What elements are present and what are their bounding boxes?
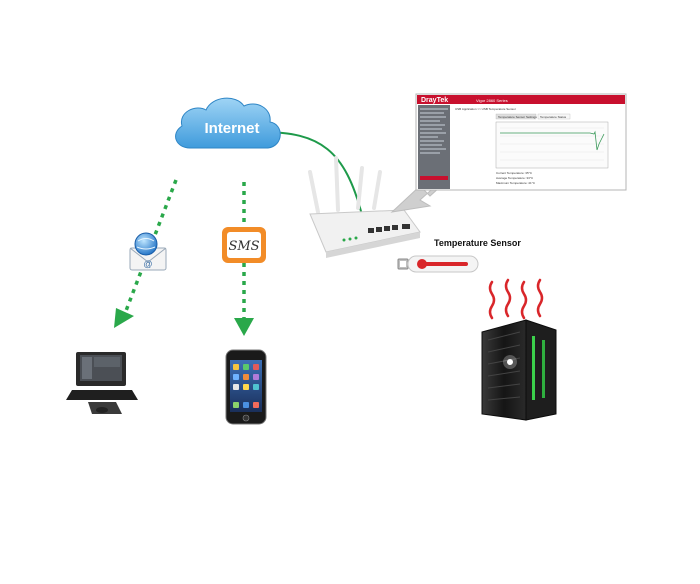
computer-icon <box>66 352 138 414</box>
router-status-screenshot: DrayTek Vigor 2860 Series USB Applicatio… <box>415 93 627 191</box>
router-icon <box>308 156 421 258</box>
email-icon: @ <box>129 232 167 271</box>
usb-temperature-sensor-icon <box>397 255 479 273</box>
svg-text:@: @ <box>143 259 152 269</box>
screenshot-stat-average: Average Temperature: 33°C <box>496 176 534 180</box>
smartphone-icon <box>225 349 267 425</box>
heat-waves-icon <box>488 278 544 320</box>
sms-label: SMS <box>228 239 259 254</box>
screenshot-tab-status: Temperature Status <box>540 115 567 119</box>
screenshot-product: Vigor 2860 Series <box>476 98 508 103</box>
screenshot-tab-settings: Temperature Sensor Settings <box>498 115 537 119</box>
server-icon <box>481 319 557 421</box>
sms-icon: SMS <box>222 227 266 263</box>
screenshot-brand: DrayTek <box>421 97 448 104</box>
sms-dotted-arrow <box>234 182 254 336</box>
screenshot-heading: USB Application >> USB Temperature Senso… <box>455 107 516 111</box>
temperature-sensor-label: Temperature Sensor <box>434 238 521 248</box>
screenshot-stat-maximum: Maximum Temperature: 41°C <box>496 181 536 185</box>
internet-label: Internet <box>204 120 259 137</box>
cloud-icon: Internet <box>175 97 281 149</box>
screenshot-stat-current: Current Temperature: 35°C <box>496 171 533 175</box>
